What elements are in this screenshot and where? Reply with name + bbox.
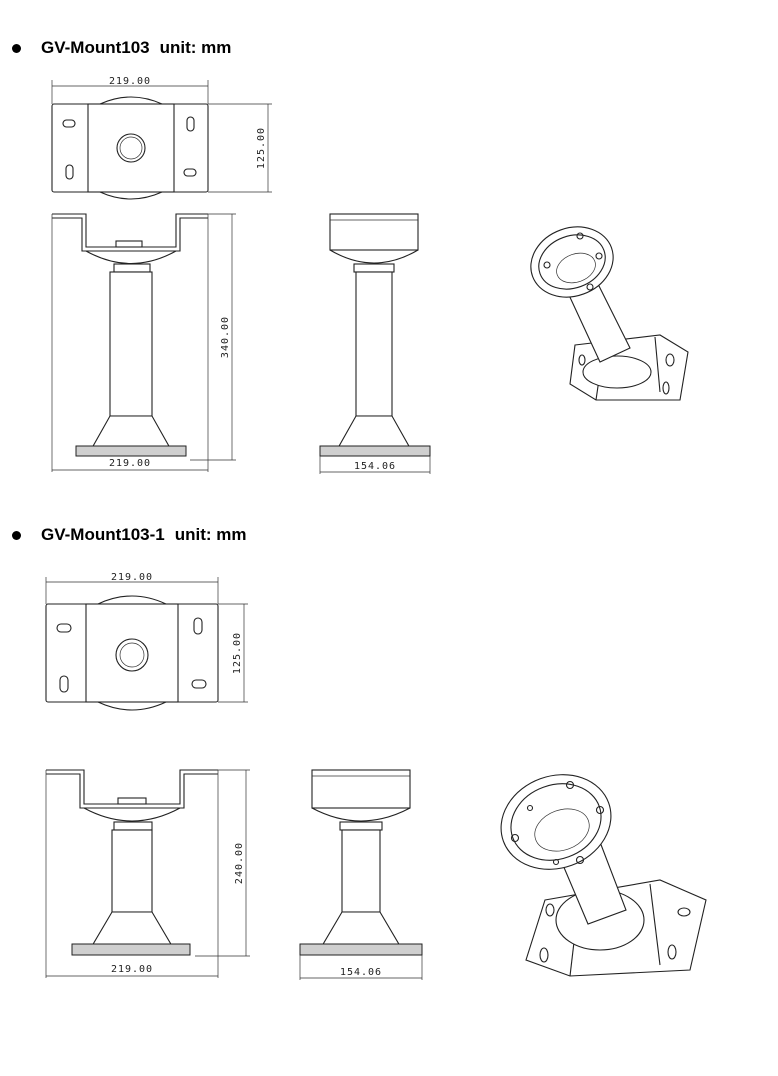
- dim-front-width: 219.00: [111, 964, 153, 975]
- bullet-icon: [12, 43, 21, 53]
- isometric-view-1: [530, 226, 689, 401]
- dim-top-height: 125.00: [256, 127, 267, 169]
- model-name: GV-Mount103-1: [41, 525, 165, 544]
- dim-top-height: 125.00: [232, 632, 243, 674]
- dim-front-width: 219.00: [109, 458, 151, 469]
- model-name: GV-Mount103: [41, 38, 150, 57]
- top-view-2: 219.00 125.00: [45, 572, 248, 711]
- front-view-1: 219.00 340.00: [51, 213, 236, 472]
- bullet-icon: [12, 530, 21, 540]
- side-view-1: 154.06: [319, 213, 431, 474]
- top-view-1: 219.00 125.00: [51, 76, 272, 200]
- front-view-2: 219.00 240.00: [45, 769, 250, 978]
- dim-top-width: 219.00: [111, 572, 153, 583]
- dim-front-height: 240.00: [234, 842, 245, 884]
- section-heading-2: GV-Mount103-1 unit: mm: [12, 525, 247, 545]
- dim-front-height: 340.00: [220, 316, 231, 358]
- section-heading-1: GV-Mount103 unit: mm: [12, 38, 231, 58]
- side-view-2: 154.06: [299, 769, 423, 980]
- unit-label: unit: mm: [159, 38, 232, 57]
- isometric-view-2: [500, 774, 707, 977]
- dim-side-width: 154.06: [340, 967, 382, 978]
- unit-label: unit: mm: [174, 525, 247, 544]
- dim-side-width: 154.06: [354, 461, 396, 472]
- dim-top-width: 219.00: [109, 76, 151, 87]
